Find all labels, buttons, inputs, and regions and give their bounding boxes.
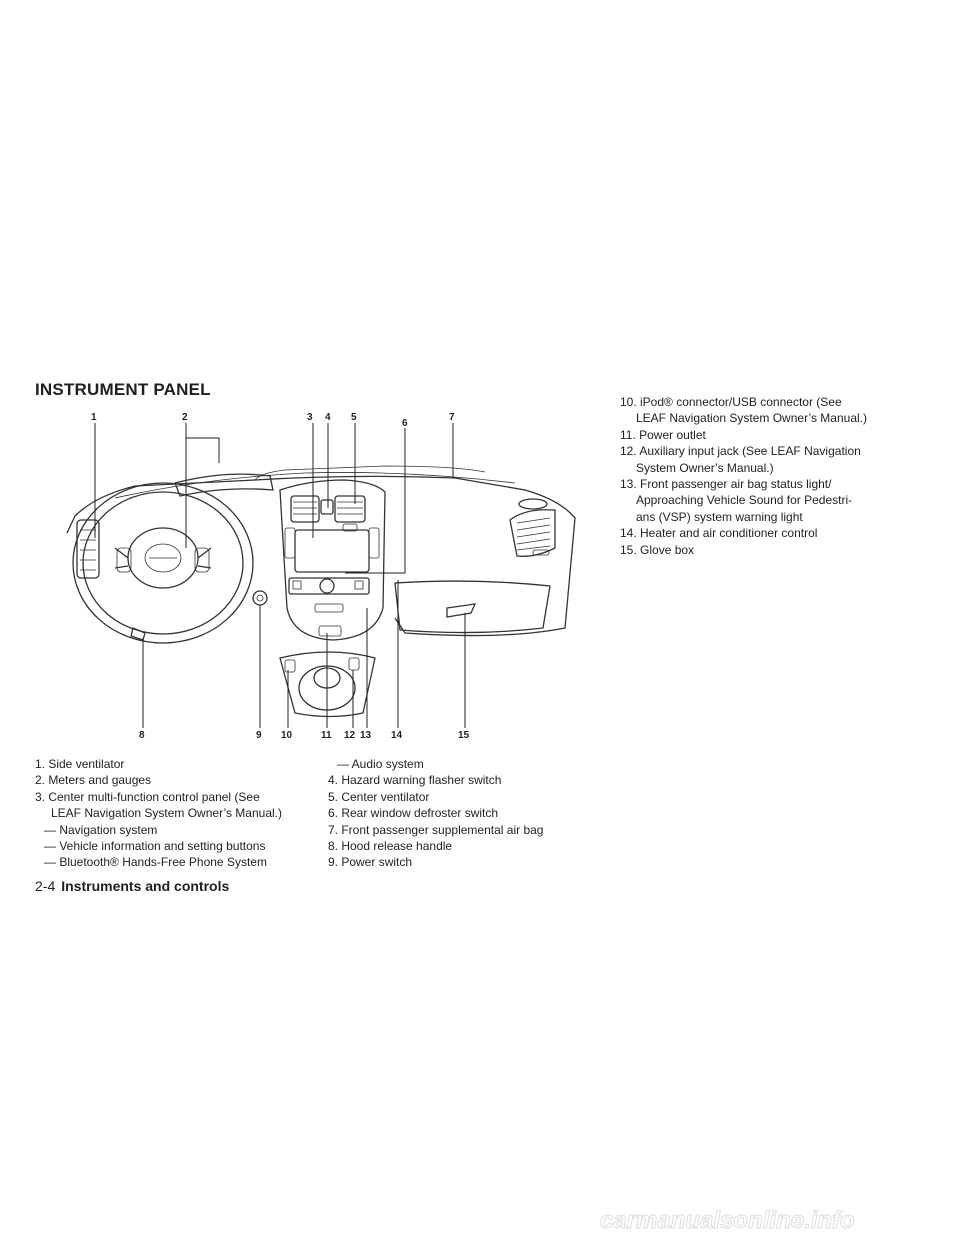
legend-item-11: 11. Power outlet [620,427,706,442]
legend-item-3-sub-vehicle-info: — Vehicle information and setting button… [44,839,266,854]
meters-hood [174,473,274,497]
legend-item-1: 1. Side ventilator [35,757,125,771]
section-title: INSTRUMENT PANEL [35,380,211,399]
callout-2: 2 [182,412,188,423]
callout-3: 3 [307,412,313,423]
center-console [279,479,386,641]
legend-column-1: 1. Side ventilator 2. Meters and gauges … [35,756,282,871]
legend-item-6: 6. Rear window defroster switch [328,806,499,821]
dashboard-outline [66,475,576,637]
navigation-display [294,529,370,573]
legend-item-5: 5. Center ventilator [328,789,430,804]
legend-column-2: — Audio system 4. Hazard warning flasher… [328,756,543,871]
legend-column-3: 10. iPod® connector/USB connector (See L… [620,394,867,558]
callout-8: 8 [139,730,145,740]
callout-6: 6 [402,418,408,429]
glove-box [394,580,551,634]
legend-item-4: 4. Hazard warning flasher switch [328,773,502,788]
watermark-logo: carmanualsonline.info [600,1206,940,1235]
legend-item-3-continued: LEAF Navigation System Owner’s Manual.) [51,806,282,821]
legend-item-10-continued: LEAF Navigation System Owner’s Manual.) [636,411,867,426]
callout-5: 5 [351,412,357,423]
power-switch-icon [252,590,268,606]
callout-12: 12 [344,730,356,740]
callout-1: 1 [91,412,97,423]
instrument-panel-diagram: 1 2 3 4 5 6 7 8 9 10 11 12 13 14 15 [55,408,600,740]
side-ventilator-left [76,519,100,579]
passenger-airbag-status-light [314,603,344,613]
legend-item-9: 9. Power switch [328,855,413,870]
legend-item-3-sub-bluetooth: — Bluetooth® Hands-Free Phone System [44,855,267,870]
legend-item-3-sub-navigation: — Navigation system [44,822,158,837]
legend-item-10: 10. iPod® connector/USB connector (See [620,395,842,409]
climate-control [288,577,370,595]
legend-item-14: 14. Heater and air conditioner control [620,526,818,541]
legend-item-3: 3. Center multi-function control panel (… [35,789,260,804]
legend-item-15: 15. Glove box [620,542,695,557]
instrument-panel-illustration: 1 2 3 4 5 6 7 8 9 10 11 12 13 14 15 [66,412,576,740]
center-ventilator-right [334,495,366,523]
callout-4: 4 [325,412,331,423]
callout-15: 15 [458,730,470,740]
legend-item-12: 12. Auxiliary input jack (See LEAF Navig… [620,444,861,459]
legend-item-8: 8. Hood release handle [328,839,453,854]
legend-item-13-continued-1: Approaching Vehicle Sound for Pedestri- [636,493,853,508]
legend-item-12-continued: System Owner’s Manual.) [636,460,774,475]
callout-7: 7 [449,412,455,423]
legend-item-3-sub-audio: — Audio system [337,757,424,771]
side-ventilator-right [509,498,556,557]
legend-item-13: 13. Front passenger air bag status light… [620,477,832,492]
callout-11: 11 [321,730,332,740]
legend-item-2: 2. Meters and gauges [35,773,152,788]
callout-13: 13 [360,730,372,740]
svg-text:carmanualsonline.info: carmanualsonline.info [600,1207,855,1234]
center-ventilator-left [290,495,320,523]
hazard-switch [320,499,334,515]
page-footer: 2-4 Instruments and controls [35,878,229,894]
legend-item-13-continued-2: ans (VSP) system warning light [636,509,803,524]
legend-item-7: 7. Front passenger supplemental air bag [328,822,544,837]
chapter-title: Instruments and controls [61,878,230,894]
callout-14: 14 [391,730,403,740]
callout-10: 10 [281,730,293,740]
callout-9: 9 [256,730,262,740]
steering-wheel [72,482,254,644]
page-number: 2-4 [35,878,56,894]
